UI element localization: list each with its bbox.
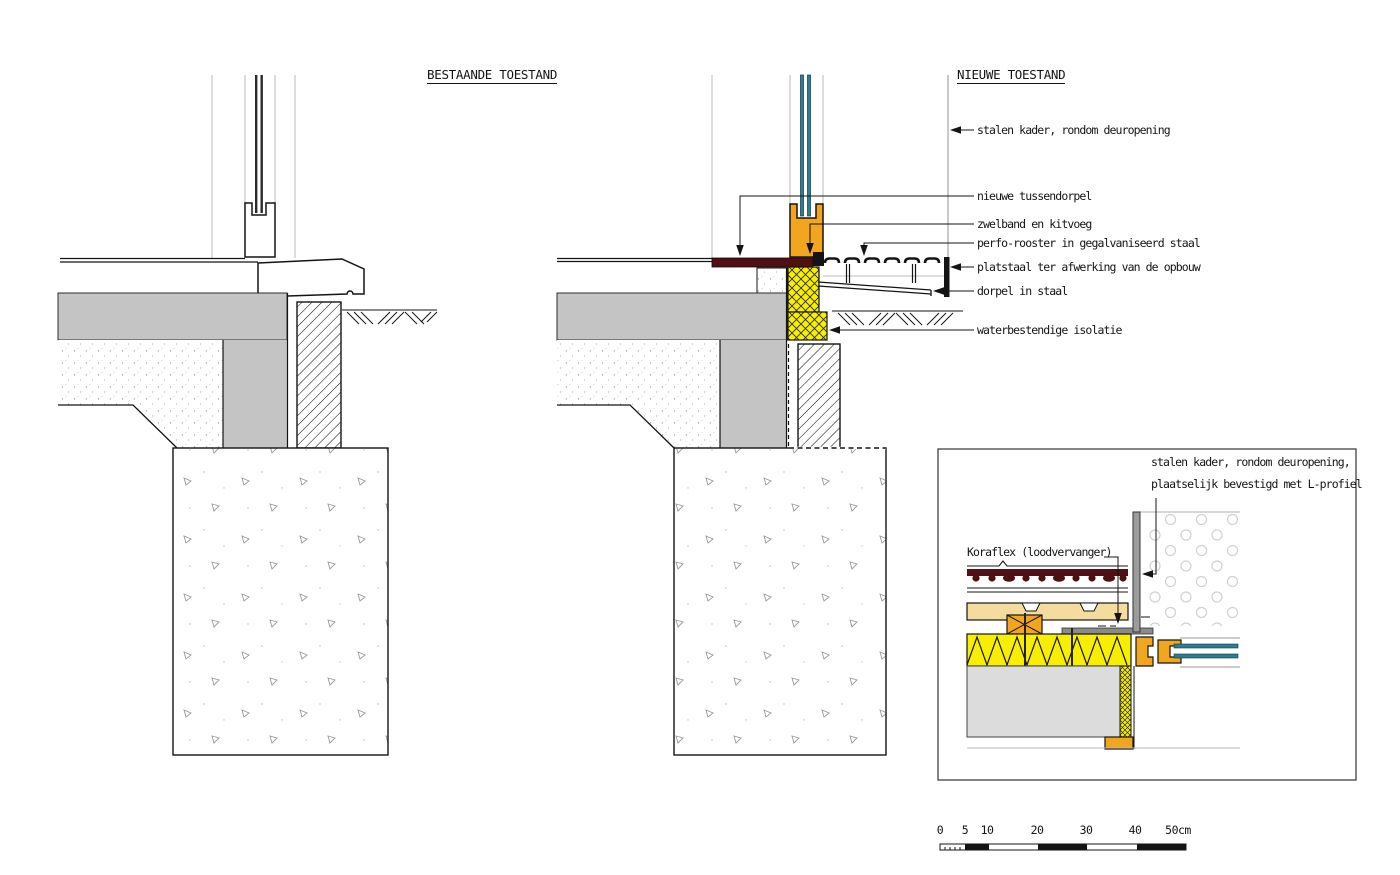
new-floor-slab [556, 292, 788, 341]
new-guide-lines [711, 75, 824, 258]
scale-tick-20: 20 [1030, 823, 1044, 837]
scale-tick-5: 5 [961, 823, 969, 837]
new-ground-level [832, 310, 963, 326]
inset-dotted-wall [1146, 514, 1238, 626]
new-concrete-patch [756, 267, 788, 294]
inset-kader-label-line2: plaatselijk bevestigd met L-profiel [1151, 477, 1363, 491]
callout-stalen-kader: stalen kader, rondom deuropening [977, 123, 1171, 137]
existing-foundation [172, 447, 389, 756]
arrow-left-icon [950, 126, 961, 134]
arrow-left-icon [1142, 570, 1153, 578]
existing-masonry-wall [296, 301, 342, 449]
inset-concrete-block [966, 665, 1121, 738]
callout-platstaal: platstaal ter afwerking van de opbouw [977, 260, 1201, 274]
callout-perfo-rooster: perfo-rooster in gegalvaniseerd staal [977, 236, 1201, 250]
new-door-rail [789, 203, 824, 258]
arrow-left-icon [829, 326, 840, 334]
scale-bar [939, 843, 1187, 851]
scale-tick-10: 10 [980, 823, 994, 837]
scale-tick-50cm: 50cm [1165, 823, 1191, 837]
insulation-block-lower [787, 311, 828, 341]
existing-subfloor [58, 340, 223, 448]
inset-insulation-band [966, 633, 1132, 667]
inset-steel-frame-bar [1132, 511, 1141, 633]
new-detail-section [556, 74, 963, 756]
inset-plank [966, 602, 1129, 621]
callout-arrowheads [736, 126, 961, 334]
inset-kader-label-line1: stalen kader, rondom deuropening, [1151, 455, 1351, 469]
inset-detail-box [937, 448, 1357, 781]
scale-tick-0: 0 [936, 823, 944, 837]
perfo-grate [823, 257, 944, 283]
existing-floor-slab [57, 292, 288, 341]
inset-foot-profile [1104, 736, 1134, 750]
arrow-down-icon [860, 245, 868, 256]
existing-ground-level [342, 309, 438, 325]
inset-frame-profile [1135, 636, 1240, 668]
inset-arrowheads [1114, 570, 1153, 624]
new-sill-plate [711, 257, 814, 268]
new-glazing [800, 74, 811, 217]
platstaal-plate [817, 281, 932, 296]
new-state-title: NIEUWE TOESTAND [957, 67, 1066, 84]
existing-glazing [255, 75, 263, 213]
arrow-left-icon [933, 287, 944, 295]
inset-insulation-strip [1119, 665, 1132, 738]
callout-waterbestendige-isolatie: waterbestendige isolatie [977, 323, 1122, 337]
existing-guide-lines [211, 75, 296, 258]
arrow-down-icon [806, 243, 814, 254]
arrow-down-icon [1114, 613, 1122, 624]
existing-threshold-stone [257, 258, 365, 298]
existing-state-title: BESTAANDE TOESTAND [427, 67, 558, 84]
existing-floor-lines [60, 257, 258, 263]
new-floor-lines [557, 257, 712, 263]
scale-tick-40: 40 [1128, 823, 1142, 837]
insulation-block-upper [787, 266, 820, 313]
callout-dorpel: dorpel in staal [977, 284, 1068, 298]
callout-zwelband: zwelband en kitvoeg [977, 217, 1092, 231]
steel-sill-bar [944, 257, 950, 297]
new-subfloor [557, 340, 720, 448]
existing-inner-wall [223, 340, 287, 448]
new-foundation [673, 447, 887, 756]
arrow-down-icon [736, 245, 744, 256]
new-inner-wall [720, 340, 786, 448]
existing-detail-section [57, 75, 438, 756]
arrow-left-icon [950, 263, 961, 271]
new-masonry-wall [797, 343, 841, 449]
callout-nieuwe-tussendorpel: nieuwe tussendorpel [977, 189, 1092, 203]
inset-koraflex-layer [967, 560, 1128, 589]
zwelband-block [813, 252, 824, 266]
scale-tick-30: 30 [1079, 823, 1093, 837]
existing-door-rail [244, 202, 276, 258]
inset-koraflex-label: Koraflex (loodvervanger) [967, 545, 1112, 559]
